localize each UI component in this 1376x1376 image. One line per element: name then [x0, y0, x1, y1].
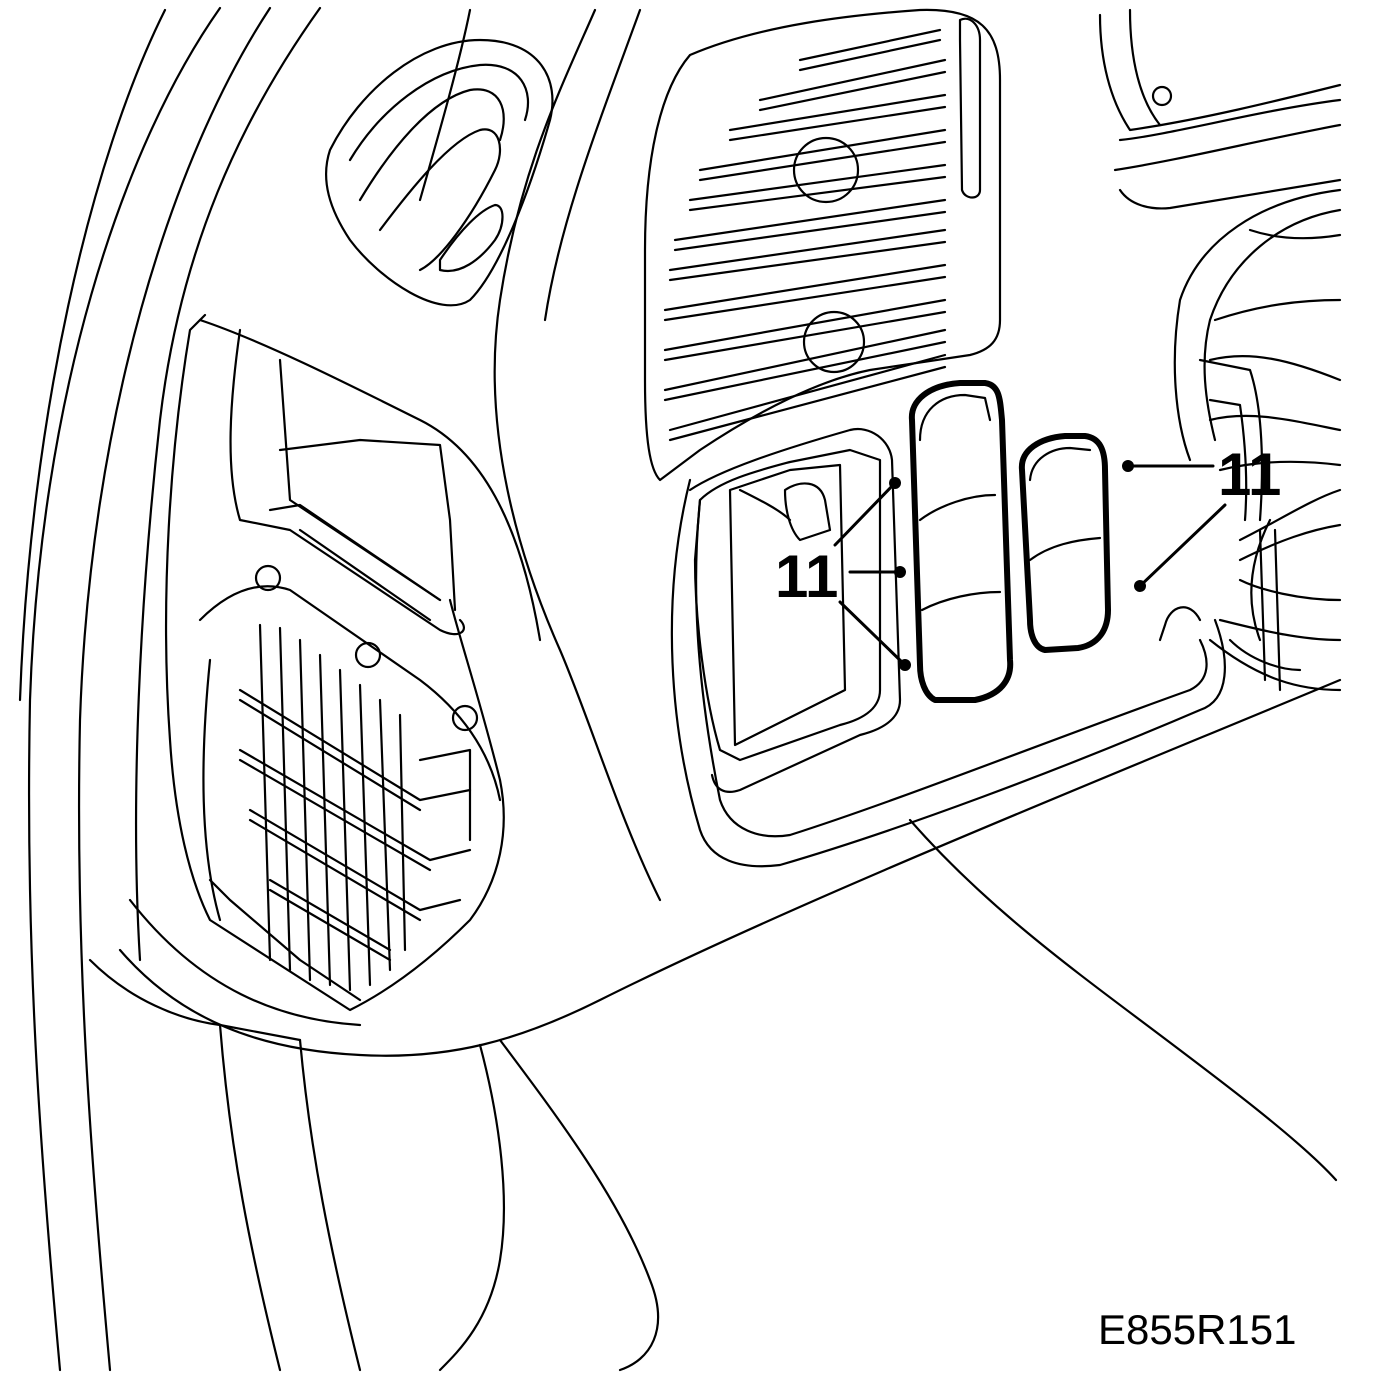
center-vent-slats-lower [663, 228, 947, 442]
switch-large [908, 380, 1014, 703]
right-dash-lines [1098, 8, 1342, 692]
side-air-vent [164, 313, 505, 1012]
vent-knob-upper [792, 136, 860, 204]
vent-knob-lower [802, 310, 866, 374]
dashboard-body [88, 8, 1342, 1372]
callout-right-leaders [1122, 460, 1227, 592]
switch-small [1018, 433, 1111, 653]
callout-left-leaders [833, 477, 911, 671]
center-vent-slats-upper [673, 28, 947, 252]
switch-panel [670, 427, 1226, 868]
center-console [643, 8, 1002, 482]
vent-louvres [238, 623, 472, 992]
callout-label-left: 11 [775, 543, 838, 610]
a-pillar-lines [18, 6, 322, 1372]
defroster-vent [325, 38, 554, 307]
callout-label-right: 11 [1218, 441, 1281, 508]
figure-reference: E855R151 [1098, 1306, 1297, 1353]
